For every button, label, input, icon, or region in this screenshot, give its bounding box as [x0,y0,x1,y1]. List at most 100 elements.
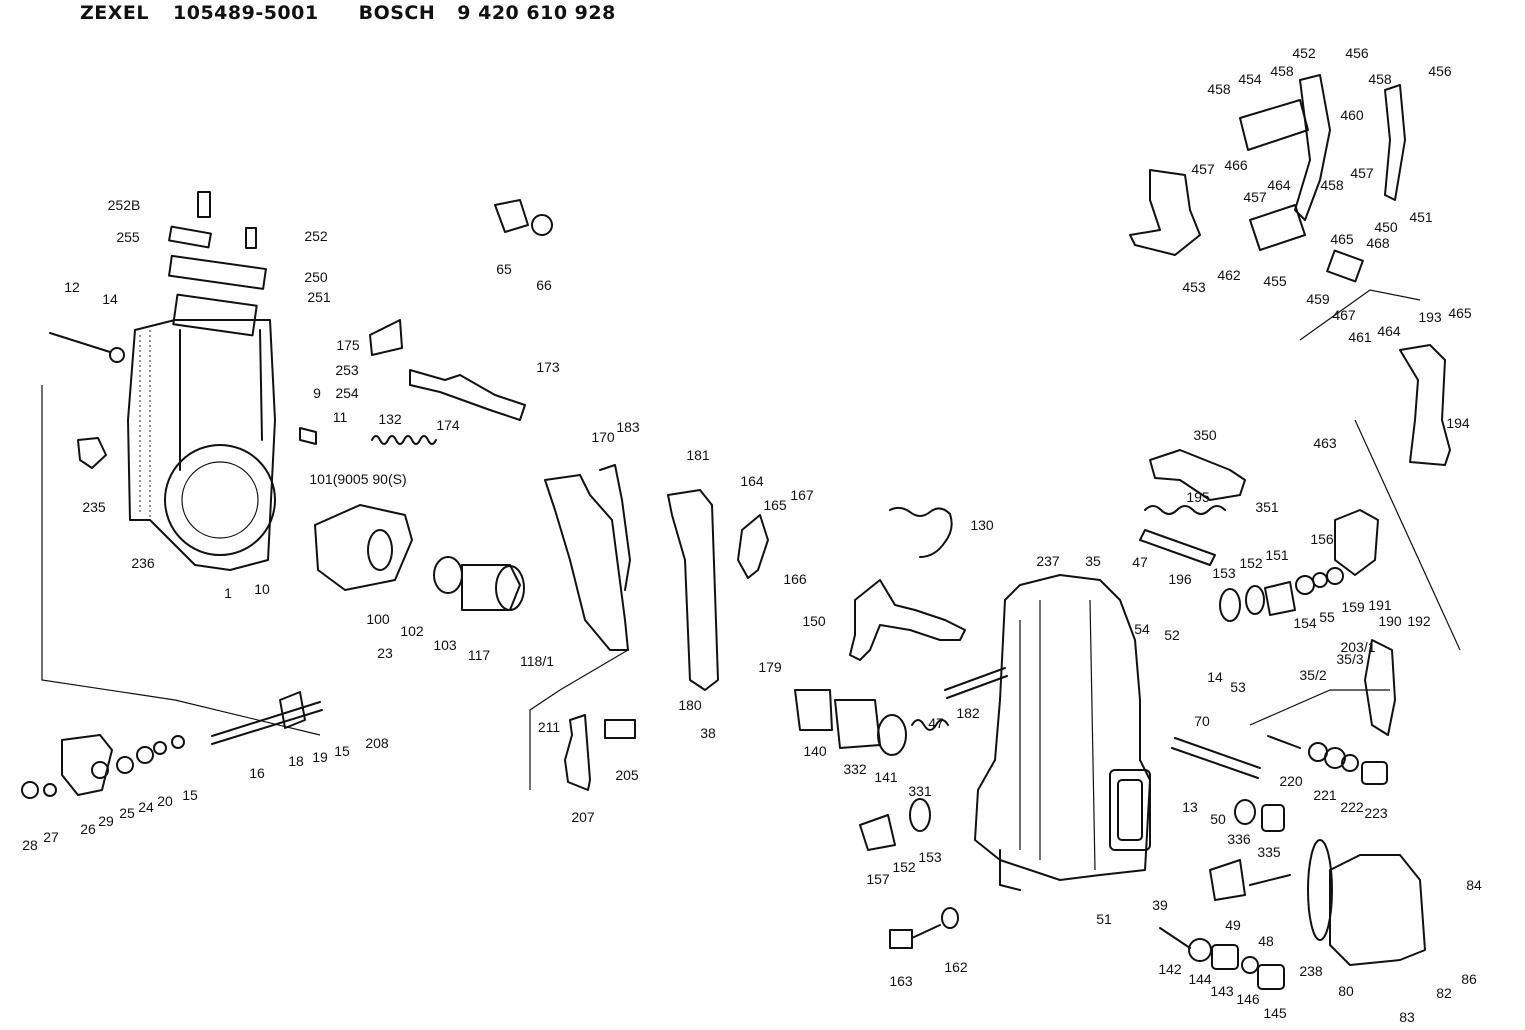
callout-190: 190 [1378,613,1402,629]
callout-461: 461 [1348,329,1372,345]
callout-250: 250 [304,269,328,285]
callout-179: 179 [758,659,782,675]
callout-146: 146 [1236,991,1260,1007]
callout-153a: 153 [1212,565,1236,581]
callout-205: 205 [615,767,639,783]
callout-49: 49 [1225,917,1241,933]
callout-238: 238 [1299,963,1323,979]
callout-23: 23 [377,645,393,661]
callout-331: 331 [908,783,932,799]
callout-103: 103 [433,637,457,653]
diagram-header: ZEXEL 105489-5001 BOSCH 9 420 610 928 [80,2,616,24]
callout-154: 154 [1293,615,1317,631]
rear-cover-drawing [1329,854,1426,966]
callout-350: 350 [1193,427,1217,443]
callout-457c: 457 [1350,165,1374,181]
callout-455: 455 [1263,273,1287,289]
callout-194: 194 [1446,415,1470,431]
callout-54: 54 [1134,621,1150,637]
callout-252: 252 [304,228,328,244]
callout-465a: 465 [1330,231,1354,247]
callout-255: 255 [116,229,140,245]
callout-152b: 152 [892,859,916,875]
callout-181: 181 [686,447,710,463]
callout-208: 208 [365,735,389,751]
callout-195: 195 [1186,489,1210,505]
callout-207: 207 [571,809,595,825]
callout-153b: 153 [918,849,942,865]
callout-35_3: 35/3 [1336,651,1363,667]
callout-53: 53 [1230,679,1246,695]
callout-351: 351 [1255,499,1279,515]
callout-12: 12 [64,279,80,295]
callout-142: 142 [1158,961,1182,977]
callout-456a: 456 [1345,45,1369,61]
callout-162: 162 [944,959,968,975]
callout-459: 459 [1306,291,1330,307]
callout-167: 167 [790,487,814,503]
callout-102: 102 [400,623,424,639]
callout-151: 151 [1265,547,1289,563]
callout-237: 237 [1036,553,1060,569]
callout-335: 335 [1257,844,1281,860]
callout-458c: 458 [1368,71,1392,87]
callout-38: 38 [700,725,716,741]
callout-47b: 47 [928,715,944,731]
callout-52: 52 [1164,627,1180,643]
callout-462: 462 [1217,267,1241,283]
callout-152a: 152 [1239,555,1263,571]
callout-465b: 465 [1448,305,1472,321]
callout-150: 150 [802,613,826,629]
callout-118_1: 118/1 [520,653,554,669]
callout-451: 451 [1409,209,1433,225]
callout-48: 48 [1258,933,1274,949]
callout-39: 39 [1152,897,1168,913]
callout-192: 192 [1407,613,1431,629]
callout-458a: 458 [1207,81,1231,97]
callout-82: 82 [1436,985,1452,1001]
brand-zexel: ZEXEL [80,2,149,24]
callout-28: 28 [22,837,38,853]
callout-145: 145 [1263,1005,1287,1021]
bosch-part-number: 9 420 610 928 [457,2,616,24]
callout-1: 1 [224,585,232,601]
callout-51: 51 [1096,911,1112,927]
callout-15a: 15 [334,743,350,759]
callout-236: 236 [131,555,155,571]
callout-164: 164 [740,473,764,489]
callout-132: 132 [378,411,402,427]
callout-453: 453 [1182,279,1206,295]
brand-bosch: BOSCH [358,2,436,24]
callout-35: 35 [1085,553,1101,569]
callout-220: 220 [1279,773,1303,789]
callout-452: 452 [1292,45,1316,61]
callout-9: 9 [313,385,321,401]
callout-454: 454 [1238,71,1262,87]
callout-253: 253 [335,362,359,378]
callout-80: 80 [1338,983,1354,999]
callout-27: 27 [43,829,59,845]
callout-458b: 458 [1270,63,1294,79]
callout-182: 182 [956,705,980,721]
governor-cover-drawing [974,574,1151,881]
callout-235: 235 [82,499,106,515]
callout-457a: 457 [1191,161,1215,177]
callout-254: 254 [335,385,359,401]
callout-55: 55 [1319,609,1335,625]
callout-463: 463 [1313,435,1337,451]
callout-332: 332 [843,761,867,777]
callout-144: 144 [1188,971,1212,987]
callout-191: 191 [1368,597,1392,613]
callout-66: 66 [536,277,552,293]
callout-222: 222 [1340,799,1364,815]
callout-174: 174 [436,417,460,433]
callout-456b: 456 [1428,63,1452,79]
callout-14a: 14 [102,291,118,307]
callout-156: 156 [1310,531,1334,547]
callout-10: 10 [254,581,270,597]
callout-26: 26 [80,821,96,837]
callout-25: 25 [119,805,135,821]
callout-18: 18 [288,753,304,769]
